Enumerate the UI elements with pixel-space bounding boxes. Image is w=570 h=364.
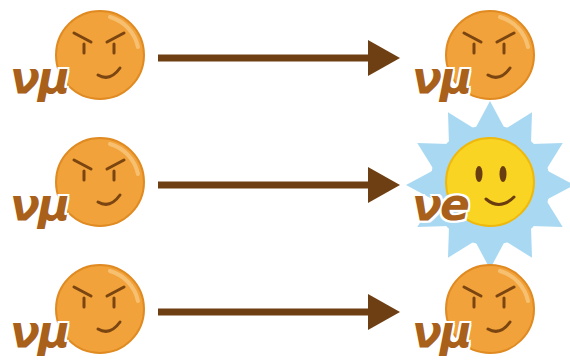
muon-neutrino-face: νμ [10, 8, 158, 108]
face-brow [74, 33, 91, 42]
oscillation-arrow [158, 58, 400, 59]
face-smirk [98, 322, 120, 331]
glow-spike [435, 226, 475, 265]
face-circle [56, 265, 144, 353]
particle-label: νμ [10, 308, 68, 356]
face-eye [500, 166, 507, 182]
glow-spike [531, 130, 570, 170]
face-brow [74, 160, 91, 169]
glow-spike [531, 200, 570, 240]
electron-neutrino-face: νe [400, 135, 560, 235]
face-eye [113, 44, 116, 53]
face-eye [113, 171, 116, 180]
muon-neutrino-face: νμ [400, 8, 560, 108]
particle-label: νμ [412, 308, 470, 356]
face-smirk [488, 68, 510, 77]
particle-label: νμ [412, 54, 470, 102]
face-brow [497, 33, 514, 42]
face-eye [83, 44, 86, 53]
face-circle [56, 138, 144, 226]
face-circle [56, 11, 144, 99]
face-brow [107, 33, 124, 42]
oscillation-arrow [158, 185, 400, 186]
face-brow [107, 160, 124, 169]
muon-neutrino-face: νμ [10, 135, 158, 235]
face-smile [486, 197, 514, 205]
face-smirk [98, 68, 120, 77]
particle-label: νμ [10, 54, 68, 102]
face-eye [473, 44, 476, 53]
face-brow [464, 33, 481, 42]
glow-spike [546, 170, 570, 200]
face-eye [503, 44, 506, 53]
glow-spike [435, 105, 475, 144]
face-brow [74, 287, 91, 296]
face-smirk [98, 195, 120, 204]
muon-neutrino-face: νμ [400, 262, 560, 362]
face-eye [473, 298, 476, 307]
glow-burst [406, 101, 570, 269]
face-brow [107, 287, 124, 296]
face-brow [497, 287, 514, 296]
face-eye [113, 298, 116, 307]
face-smirk [488, 322, 510, 331]
glow-spike [475, 101, 505, 129]
oscillation-arrow [158, 312, 400, 313]
face-eye [83, 171, 86, 180]
glow-spike [505, 226, 545, 265]
glow-spike [505, 105, 545, 144]
face-brow [464, 287, 481, 296]
face-eye [83, 298, 86, 307]
face-eye [503, 298, 506, 307]
muon-neutrino-face: νμ [10, 262, 158, 362]
particle-label: νμ [10, 181, 68, 229]
face-eye [476, 166, 483, 182]
particle-label: νe [412, 181, 468, 229]
glow-spike [410, 130, 449, 170]
